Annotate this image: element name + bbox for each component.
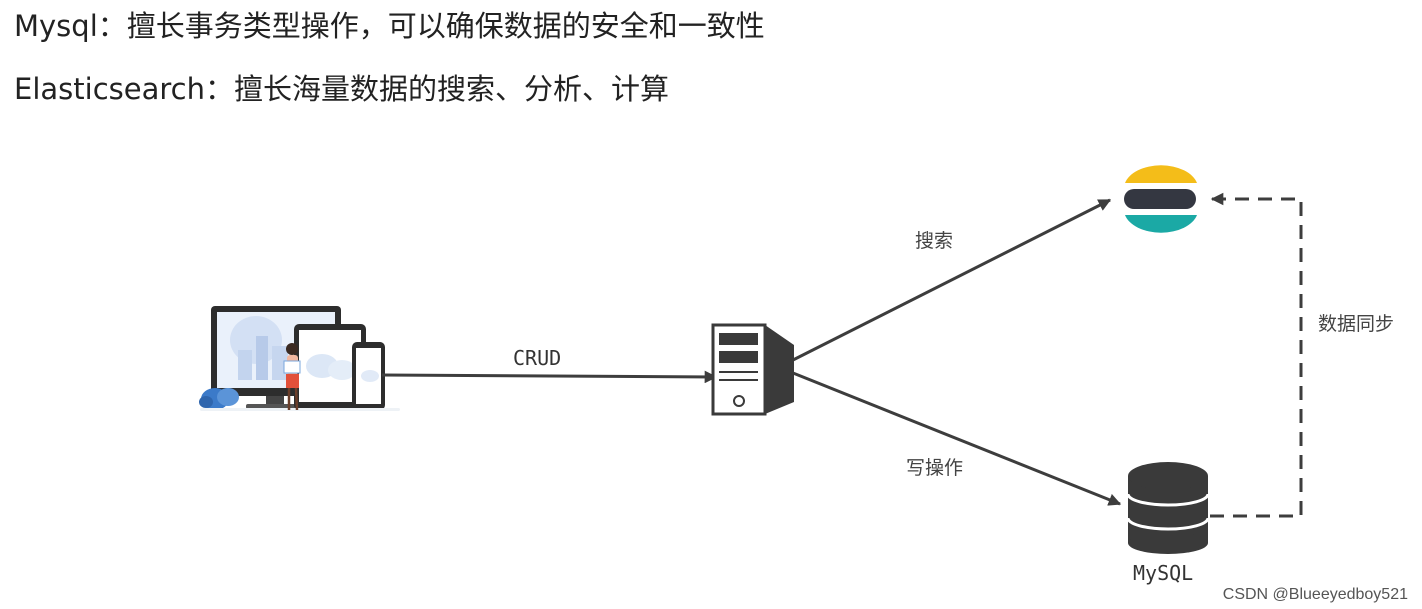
- watermark: CSDN @Blueeyedboy521: [1222, 586, 1408, 603]
- devices-illustration-icon: [199, 306, 400, 411]
- write-arrow: [792, 371, 1122, 506]
- database-icon: [1126, 462, 1210, 554]
- mysql-label: MySQL: [1133, 561, 1193, 585]
- elasticsearch-logo-icon: [1124, 165, 1197, 233]
- sync-arrow: [1210, 192, 1303, 518]
- elasticsearch-description: Elasticsearch：擅长海量数据的搜索、分析、计算: [14, 72, 669, 106]
- server-icon: [711, 323, 794, 416]
- sync-label: 数据同步: [1318, 313, 1394, 335]
- search-arrow: [792, 198, 1112, 362]
- crud-arrow: [381, 370, 718, 384]
- write-label: 写操作: [906, 457, 963, 479]
- crud-label: CRUD: [513, 346, 561, 370]
- mysql-description: Mysql：擅长事务类型操作，可以确保数据的安全和一致性: [14, 9, 765, 43]
- search-label: 搜索: [915, 230, 953, 252]
